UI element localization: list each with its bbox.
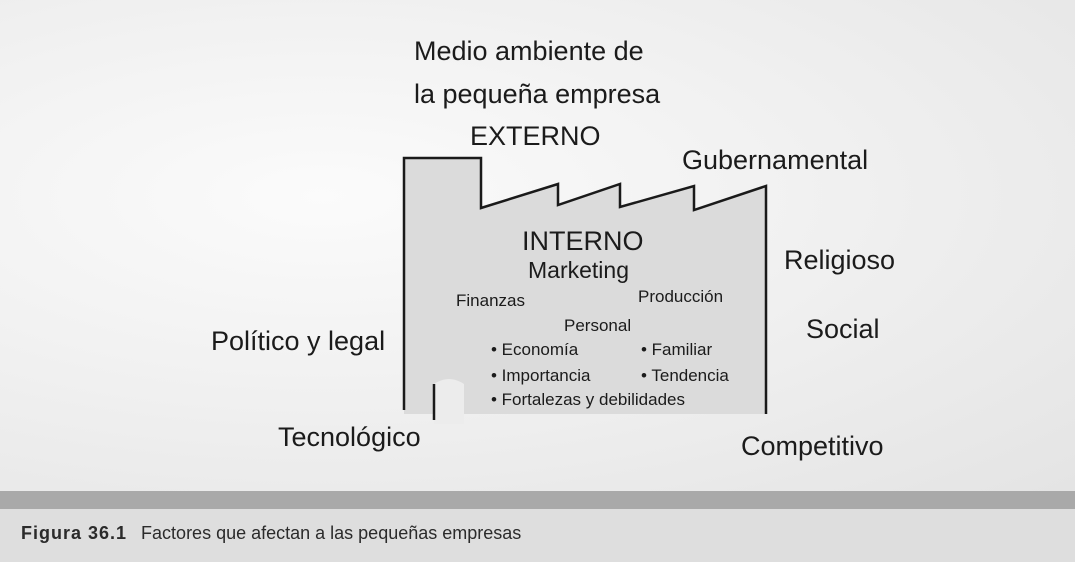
bullet-familiar: • Familiar bbox=[641, 340, 713, 359]
bullet-economia: • Economía bbox=[491, 340, 579, 359]
factory-shape bbox=[402, 156, 768, 424]
factor-tecnologico: Tecnológico bbox=[278, 422, 421, 452]
factory-body bbox=[404, 158, 766, 414]
bullet-tendencia: • Tendencia bbox=[641, 366, 729, 385]
factor-competitivo: Competitivo bbox=[741, 431, 884, 461]
diagram-title-line1: Medio ambiente de bbox=[414, 36, 644, 66]
bullet-importancia: • Importancia bbox=[491, 366, 591, 385]
factory-outline bbox=[402, 156, 768, 414]
externo-label: EXTERNO bbox=[470, 121, 601, 151]
caption-bar bbox=[0, 491, 1075, 562]
area-personal: Personal bbox=[564, 316, 632, 335]
factor-social: Social bbox=[806, 314, 880, 344]
caption-text: Factores que afectan a las pequeñas empr… bbox=[141, 523, 522, 543]
caption-label: Figura 36.1 bbox=[21, 523, 128, 543]
diagram-title-line2: la pequeña empresa bbox=[414, 79, 661, 109]
factor-gubernamental: Gubernamental bbox=[682, 145, 869, 175]
area-produccion: Producción bbox=[638, 287, 724, 306]
factor-religioso: Religioso bbox=[784, 245, 896, 275]
interno-label: INTERNO bbox=[522, 226, 644, 256]
figure-caption: Figura 36.1 Factores que afectan a las pe… bbox=[21, 523, 521, 544]
factor-politico: Político y legal bbox=[211, 326, 386, 356]
factory-door bbox=[434, 379, 464, 424]
bullet-fortalezas: • Fortalezas y debilidades bbox=[491, 390, 685, 409]
area-finanzas: Finanzas bbox=[456, 291, 525, 310]
area-marketing: Marketing bbox=[528, 257, 629, 283]
